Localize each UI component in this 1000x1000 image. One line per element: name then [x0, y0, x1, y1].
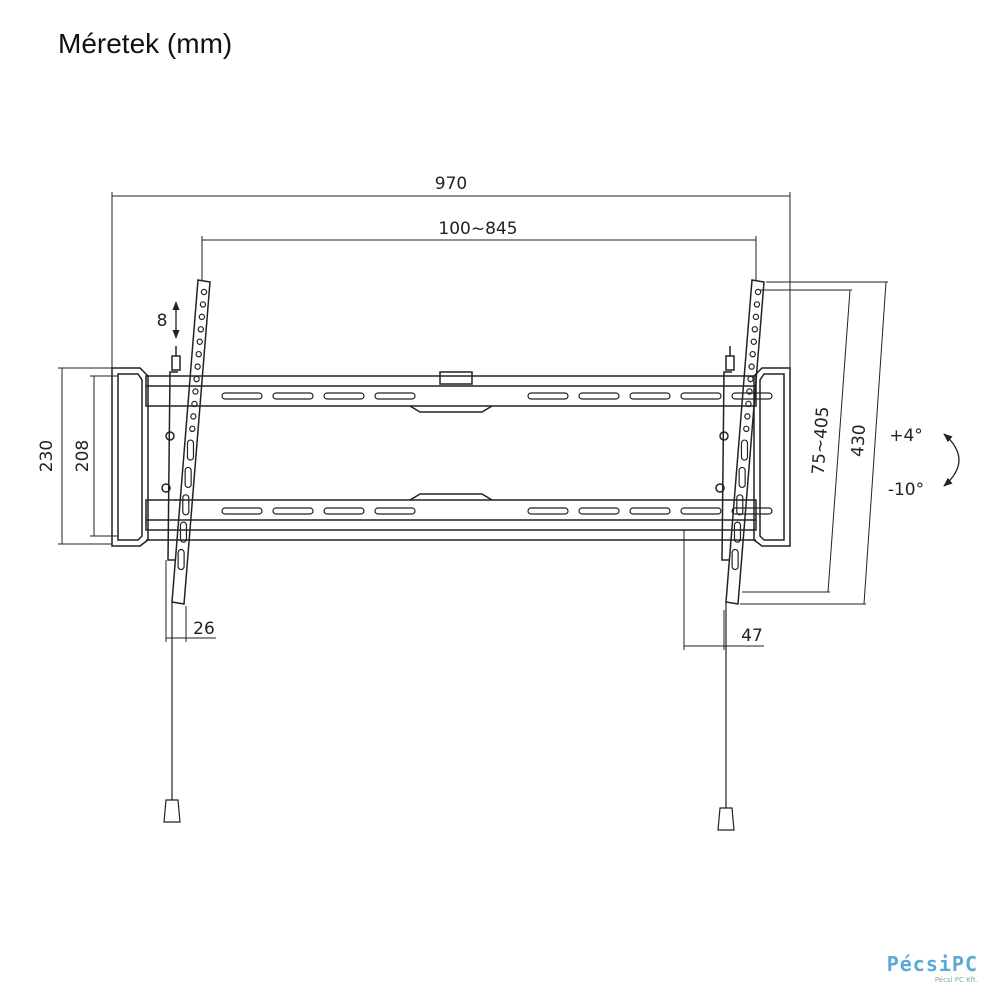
dim-depth — [683, 530, 764, 650]
arm-slot — [736, 494, 744, 516]
label-vesa-height: 75~405 — [809, 406, 834, 476]
logo-subtitle: Pécsi PC Kft. — [934, 976, 978, 984]
arm-hole — [753, 301, 761, 308]
rail-slot — [374, 507, 416, 515]
label-rail-adjust: 8 — [157, 311, 168, 331]
right-arm — [715, 279, 765, 605]
arm-hole — [754, 288, 762, 296]
label-inner-height: 208 — [73, 440, 93, 472]
arm-slot — [731, 548, 739, 571]
arm-hole — [193, 375, 200, 383]
arm-hole — [752, 313, 760, 321]
arm-hole — [196, 338, 203, 345]
rail-slot — [578, 392, 620, 400]
rail-slot — [323, 507, 365, 515]
arm-slot — [733, 521, 742, 543]
arm-slot — [184, 466, 192, 489]
arm-hole — [192, 388, 199, 395]
rail-slot — [527, 392, 569, 400]
label-tilt-up: +4° — [889, 426, 923, 446]
rail-slot — [221, 392, 263, 400]
dim-vesa-height — [742, 289, 852, 593]
arm-hole — [198, 313, 206, 321]
label-depth: 47 — [741, 626, 763, 646]
arm-slot — [740, 439, 749, 461]
arm-hole — [197, 326, 205, 333]
arm-hole — [200, 288, 208, 296]
label-outer-height: 230 — [37, 440, 57, 472]
tilt-arrow — [943, 433, 960, 487]
label-overall-width: 970 — [435, 174, 467, 194]
dim-outer-height — [58, 367, 112, 545]
arm-hole — [751, 326, 759, 333]
rail-slots — [221, 392, 773, 515]
left-arm — [161, 279, 211, 605]
dim-arm-height — [740, 281, 888, 605]
rail-slot — [680, 507, 722, 515]
arm-hole — [195, 350, 202, 358]
arm-slot — [182, 494, 190, 516]
rail-slot — [680, 392, 722, 400]
arm-slot — [179, 521, 188, 543]
dim-wall-gap — [165, 560, 216, 642]
arm-hole — [199, 301, 207, 308]
arm-hole — [743, 425, 750, 432]
arm-hole — [746, 388, 753, 395]
rail-slot — [731, 507, 773, 515]
arm-slot — [177, 548, 185, 571]
rail-slot — [629, 507, 671, 515]
brand-logo: PécsiPC Pécsi PC Kft. — [887, 952, 978, 984]
arm-hole — [750, 338, 757, 345]
label-vesa-width: 100~845 — [438, 219, 517, 239]
arm-hole — [745, 400, 752, 408]
rail-slot — [578, 507, 620, 515]
dim-vesa-width — [201, 236, 757, 280]
dim-inner-height — [90, 375, 118, 537]
arm-slot — [186, 439, 195, 461]
dim-overall-width — [111, 192, 791, 368]
rail-slot — [221, 507, 263, 515]
arm-hole — [747, 375, 754, 383]
left-arm-holes — [177, 288, 208, 571]
logo-name: PécsiPC — [886, 952, 978, 976]
arm-hole — [748, 363, 755, 370]
label-arm-height: 430 — [848, 424, 870, 458]
arm-hole — [744, 413, 751, 420]
rail-slot — [731, 392, 773, 400]
rail-slot — [527, 507, 569, 515]
rail-slot — [323, 392, 365, 400]
arm-hole — [194, 363, 201, 370]
arm-hole — [191, 400, 198, 408]
right-arm-holes — [731, 288, 762, 571]
page-title: Méretek (mm) — [58, 28, 233, 59]
label-tilt-down: -10° — [888, 480, 924, 500]
rail-slot — [272, 392, 314, 400]
arm-hole — [749, 350, 756, 358]
arm-hole — [190, 413, 197, 420]
rail-slot — [272, 507, 314, 515]
rail-slot — [629, 392, 671, 400]
label-wall-gap: 26 — [193, 619, 215, 639]
wall-plate — [111, 367, 791, 547]
pull-cords — [163, 602, 735, 831]
arm-hole — [189, 425, 196, 432]
rail-slot — [374, 392, 416, 400]
arm-slot — [738, 466, 746, 489]
